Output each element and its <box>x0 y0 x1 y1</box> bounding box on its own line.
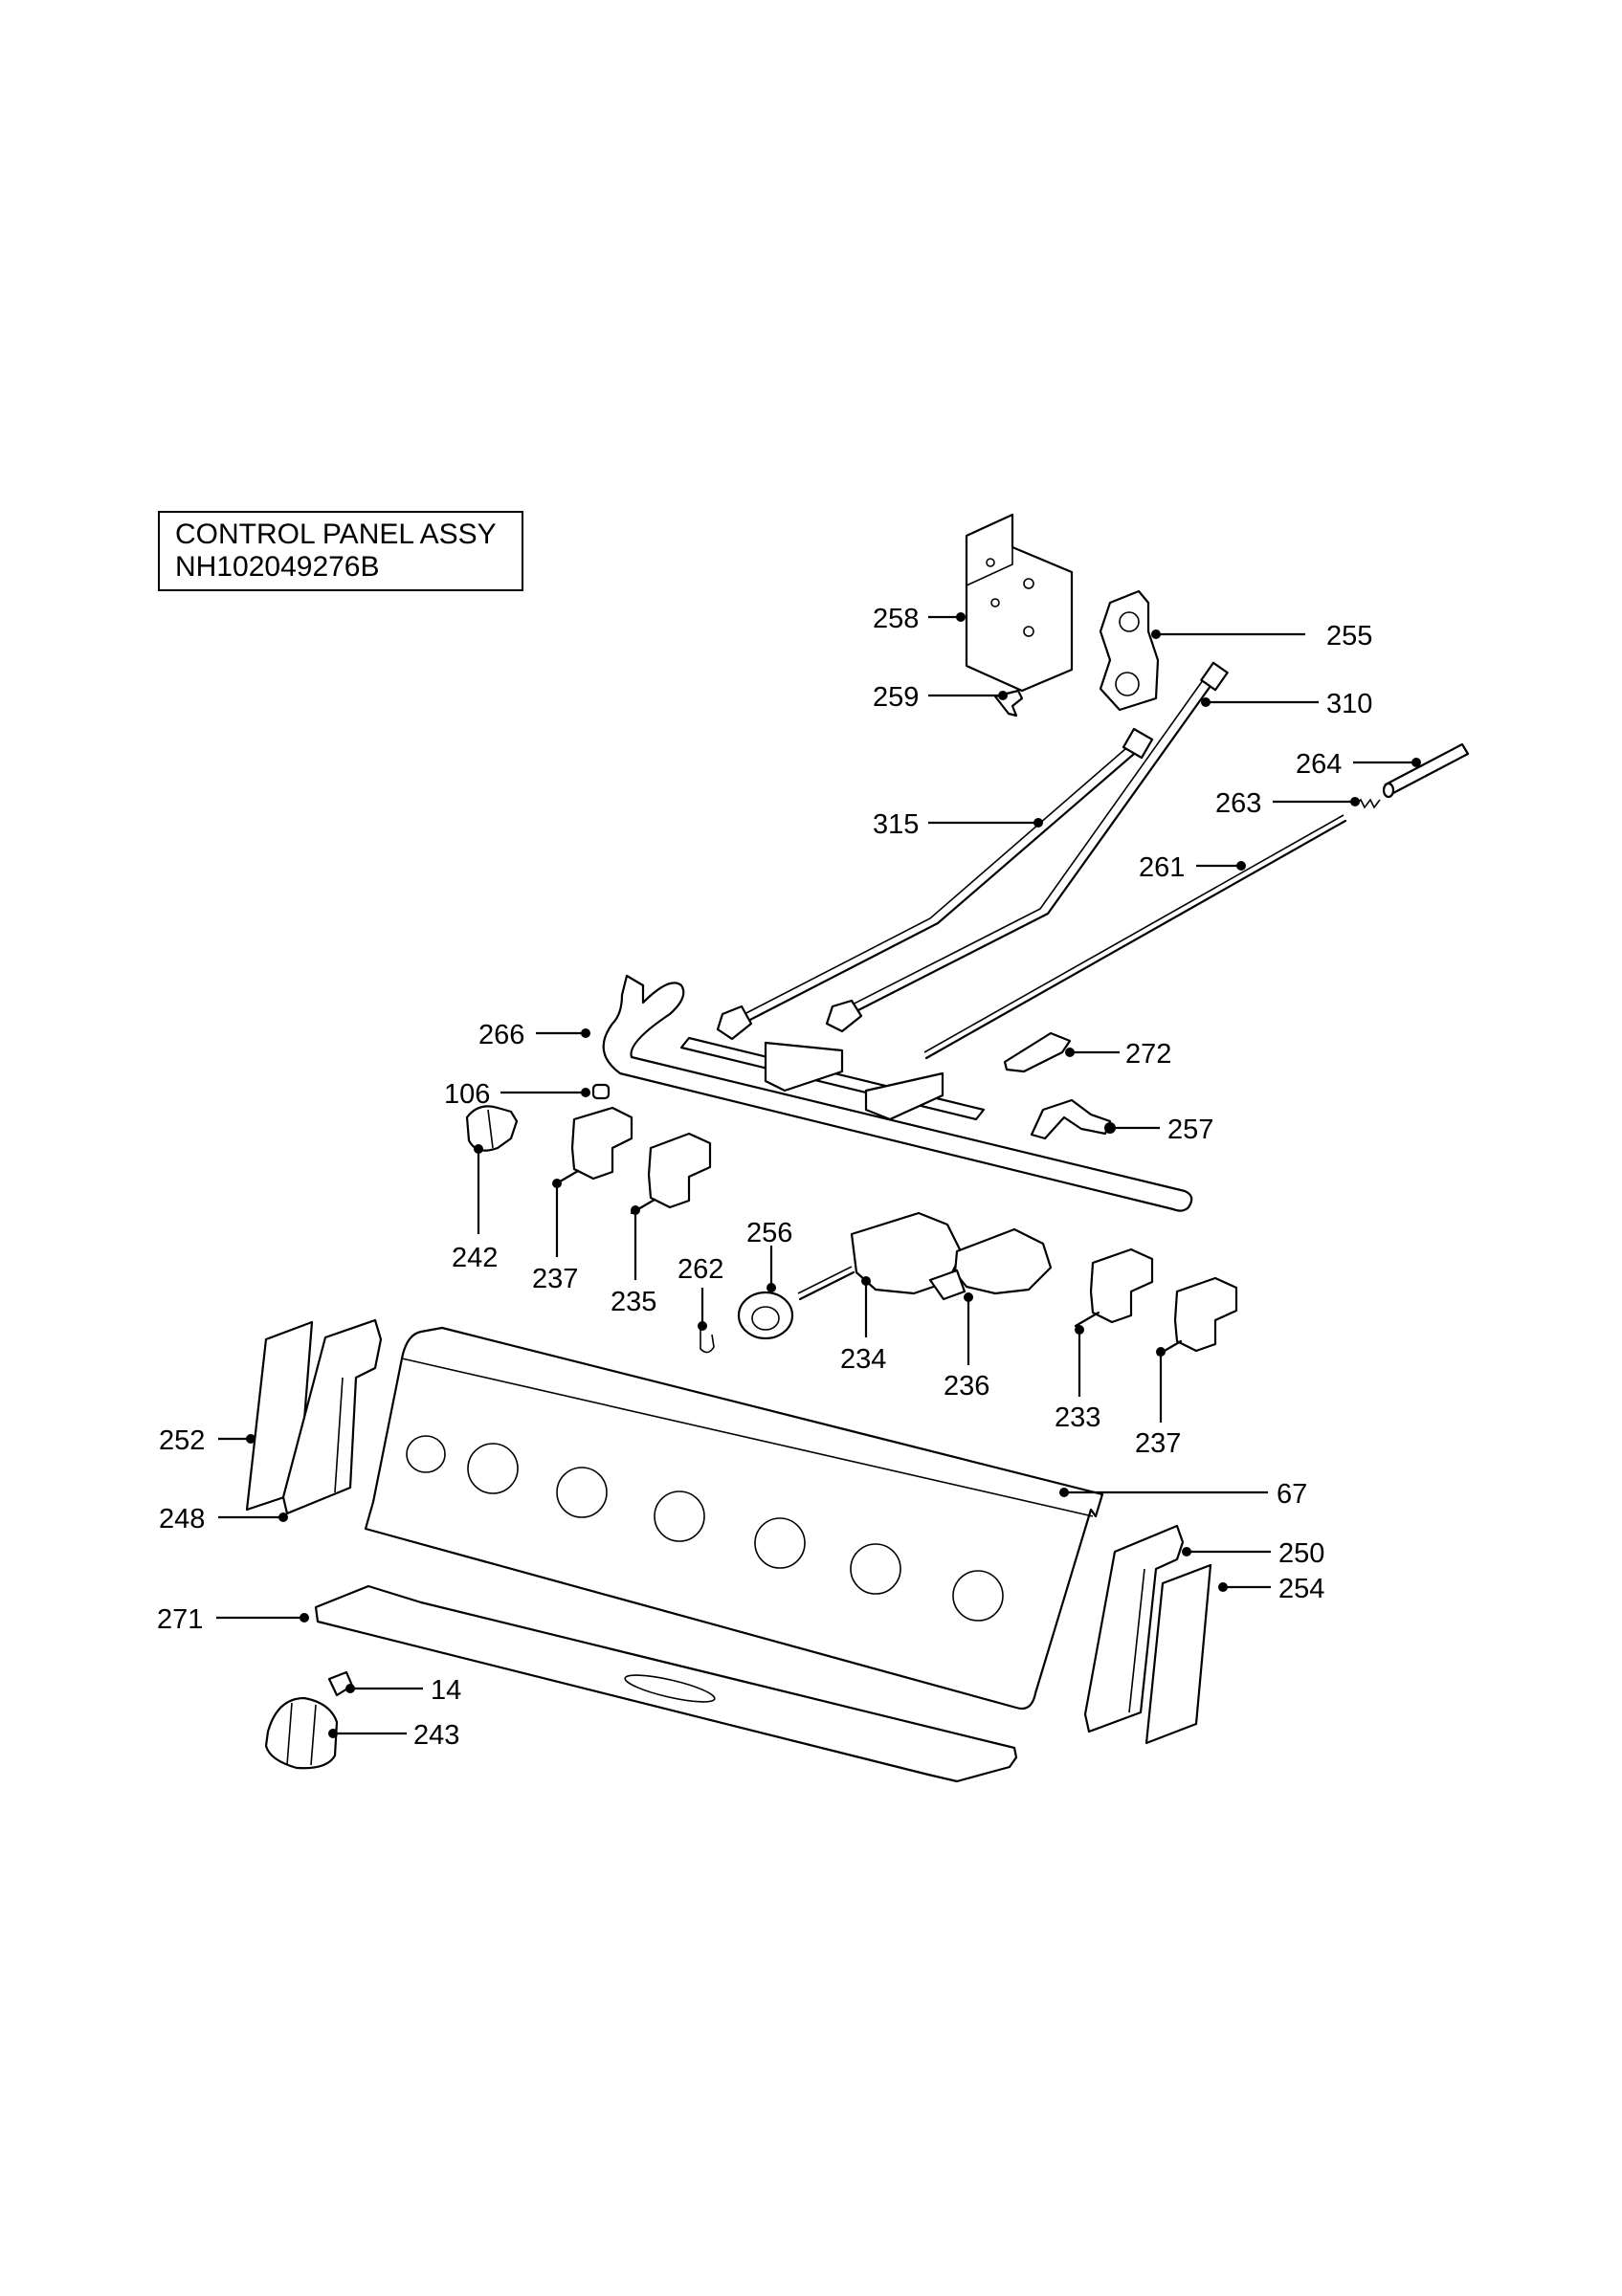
callout-14: 14 <box>431 1675 461 1706</box>
part-67-control-panel <box>364 1326 1104 1711</box>
leader-315 <box>928 818 1043 828</box>
callout-257: 257 <box>1167 1115 1213 1145</box>
part-258-bracket <box>965 513 1074 693</box>
callout-252: 252 <box>159 1425 205 1456</box>
callout-266: 266 <box>478 1020 524 1050</box>
part-235-valve <box>630 1132 712 1215</box>
callout-315: 315 <box>873 809 919 840</box>
callout-242: 242 <box>452 1243 498 1273</box>
part-254-right-endcap <box>1144 1563 1212 1745</box>
callout-236: 236 <box>944 1371 989 1402</box>
part-261-rod <box>923 814 1347 1060</box>
leader-254 <box>1218 1582 1271 1592</box>
leader-235 <box>631 1205 640 1280</box>
callout-248: 248 <box>159 1504 205 1534</box>
callout-234: 234 <box>840 1344 886 1375</box>
leader-272 <box>1065 1048 1120 1057</box>
part-315-thermocouple <box>716 727 1154 1041</box>
leader-248 <box>218 1512 288 1522</box>
part-255-thermostat <box>1099 589 1160 712</box>
callout-233: 233 <box>1055 1402 1100 1433</box>
leader-263 <box>1273 797 1360 806</box>
leader-264 <box>1353 758 1421 767</box>
part-250-right-frame <box>1083 1524 1185 1733</box>
part-310-capillary <box>825 661 1229 1033</box>
leader-258 <box>928 612 966 622</box>
leader-106 <box>500 1088 590 1097</box>
part-237-valve-left <box>553 1106 633 1186</box>
leader-243 <box>328 1729 407 1738</box>
part-266-gas-manifold <box>602 974 1193 1212</box>
leader-67 <box>1059 1488 1268 1497</box>
callout-264: 264 <box>1296 749 1342 780</box>
part-256-skirt <box>737 1291 794 1340</box>
part-262-spring-clip <box>700 1330 715 1354</box>
leader-261 <box>1196 861 1246 871</box>
part-243-control-knob <box>264 1696 339 1770</box>
leader-236 <box>964 1292 973 1365</box>
leader-262 <box>698 1288 707 1331</box>
callout-310: 310 <box>1326 689 1372 719</box>
callout-255: 255 <box>1326 621 1372 651</box>
leader-256 <box>767 1246 776 1292</box>
part-237-valve-right <box>1156 1276 1238 1357</box>
part-264-rod-cap <box>1382 742 1470 799</box>
leader-237b <box>1156 1347 1166 1423</box>
part-233-valve <box>1074 1247 1154 1328</box>
callout-258: 258 <box>873 604 919 634</box>
leader-310 <box>1201 697 1319 707</box>
leader-237a <box>552 1179 562 1257</box>
leader-257 <box>1104 1122 1160 1134</box>
callout-237-right: 237 <box>1135 1428 1181 1459</box>
leader-242 <box>474 1144 483 1234</box>
part-248-left-frame <box>281 1318 383 1515</box>
callout-263: 263 <box>1215 788 1261 819</box>
leader-255 <box>1151 629 1305 639</box>
callout-262: 262 <box>678 1254 723 1285</box>
assembly-part-number: NH102049276B <box>175 551 380 583</box>
part-257-bracket <box>1030 1098 1112 1140</box>
callout-261: 261 <box>1139 852 1185 883</box>
part-271-bottom-strip <box>314 1584 1018 1783</box>
leader-259 <box>928 691 1008 700</box>
title-block: CONTROL PANEL ASSY NH102049276B <box>158 511 523 591</box>
part-106-nut <box>591 1083 611 1100</box>
callout-259: 259 <box>873 682 919 713</box>
callout-256: 256 <box>746 1218 792 1248</box>
callout-250: 250 <box>1278 1538 1324 1569</box>
leader-14 <box>345 1684 423 1693</box>
callout-272: 272 <box>1125 1039 1171 1070</box>
callout-243: 243 <box>413 1720 459 1751</box>
callout-254: 254 <box>1278 1574 1324 1604</box>
leader-266 <box>536 1028 590 1038</box>
callout-235: 235 <box>611 1287 656 1317</box>
callout-271: 271 <box>157 1604 203 1635</box>
assembly-name: CONTROL PANEL ASSY <box>175 519 497 550</box>
part-263-spring <box>1354 798 1381 809</box>
callout-106: 106 <box>444 1079 490 1110</box>
leader-271 <box>216 1613 309 1623</box>
part-272-clip <box>1003 1031 1072 1073</box>
part-236-valve <box>928 1227 1053 1301</box>
leader-250 <box>1182 1547 1271 1556</box>
callout-67: 67 <box>1277 1479 1307 1510</box>
leader-252 <box>218 1434 256 1444</box>
part-242-switch <box>465 1105 519 1152</box>
leader-234 <box>861 1276 871 1337</box>
leader-233 <box>1075 1325 1084 1397</box>
callout-237-left: 237 <box>532 1264 578 1294</box>
